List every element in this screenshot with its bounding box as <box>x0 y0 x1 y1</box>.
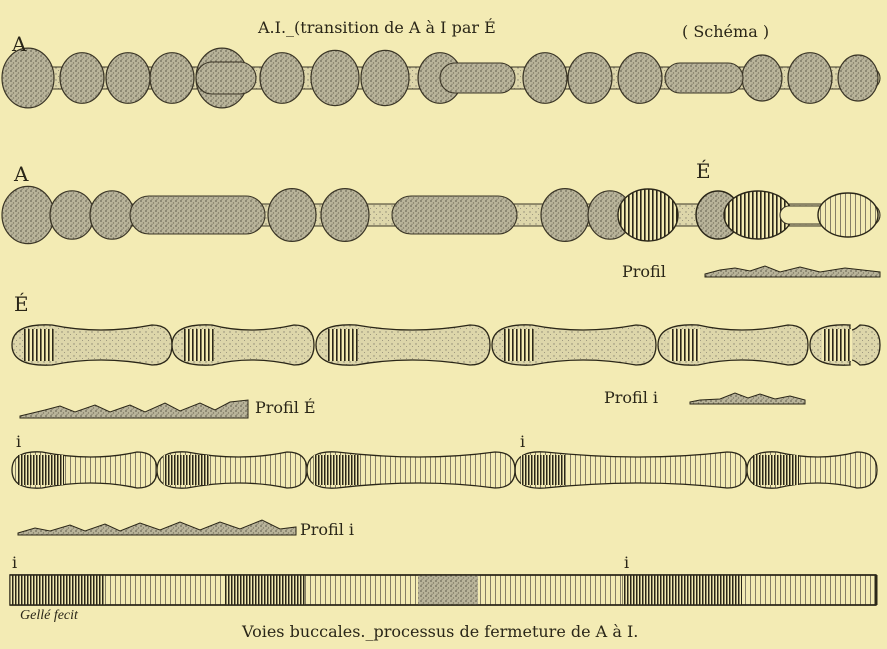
striped-section <box>670 329 700 361</box>
chain-segment <box>196 62 256 94</box>
striped-bead <box>818 193 878 237</box>
profile-wave-4 <box>18 520 296 535</box>
row-2-mid-label: É <box>696 159 711 183</box>
striped-section <box>753 455 799 485</box>
chain-segment <box>665 63 743 93</box>
striped-section <box>18 455 64 485</box>
chain-bead <box>523 53 567 104</box>
profile-label-1: Profil <box>622 262 666 281</box>
chain-bead <box>321 189 369 242</box>
chain-bead <box>541 189 589 242</box>
profile-wave-3 <box>690 393 805 404</box>
row-2-transition-chain <box>2 186 880 243</box>
striped-section <box>184 329 214 361</box>
striped-bead <box>618 189 678 241</box>
row-5-closure-band <box>10 575 876 605</box>
profile-label-4: Profil i <box>300 520 354 539</box>
chain-segment <box>440 63 515 93</box>
chain-bead <box>50 191 94 239</box>
chain-bead <box>311 50 359 105</box>
row-3-label: É <box>14 292 29 316</box>
diagram-title: A.I._(transition de A à I par É <box>258 18 496 37</box>
chain-bead <box>260 53 304 104</box>
row-5-label: i <box>12 553 17 572</box>
striped-section <box>313 455 359 485</box>
plate-caption: Voies buccales._processus de fermeture d… <box>242 622 638 641</box>
row-4-label: i <box>16 432 21 451</box>
chain-bead <box>618 53 662 104</box>
striped-section <box>521 455 567 485</box>
chain-bead <box>568 53 612 104</box>
signature: Gellé fecit <box>20 608 78 624</box>
row-4-dense-chain <box>12 452 877 488</box>
chain-bead <box>742 55 782 101</box>
chain-bead <box>268 189 316 242</box>
chain-bead <box>2 48 54 108</box>
chain-segment <box>392 196 517 234</box>
row-1-stippled-chain <box>2 48 880 108</box>
chain-bead <box>788 53 832 104</box>
striped-section <box>163 455 209 485</box>
chain-bead <box>150 53 194 104</box>
row-5-mid-label: i <box>624 553 629 572</box>
striped-section <box>504 329 534 361</box>
schema-note: ( Schéma ) <box>682 22 769 41</box>
chain-segment <box>130 196 265 234</box>
chain-bead <box>106 53 150 104</box>
chain-bead <box>2 186 54 243</box>
chain-bead <box>90 191 134 239</box>
row-4-mid-label: i <box>520 432 525 451</box>
row-2-label: A <box>14 162 28 186</box>
striped-section <box>24 329 54 361</box>
row-3-outlined-chain <box>12 325 880 365</box>
chain-bead <box>60 53 104 104</box>
profile-wave-2 <box>20 400 248 418</box>
chain-bead <box>361 50 409 105</box>
striped-section <box>328 329 358 361</box>
chain-bead <box>838 55 878 101</box>
profile-label-2: Profil É <box>255 398 316 417</box>
row-1-label: A <box>12 32 26 56</box>
striped-section <box>822 329 852 361</box>
profile-label-3: Profil i <box>604 388 658 407</box>
profile-wave-1 <box>705 266 880 277</box>
